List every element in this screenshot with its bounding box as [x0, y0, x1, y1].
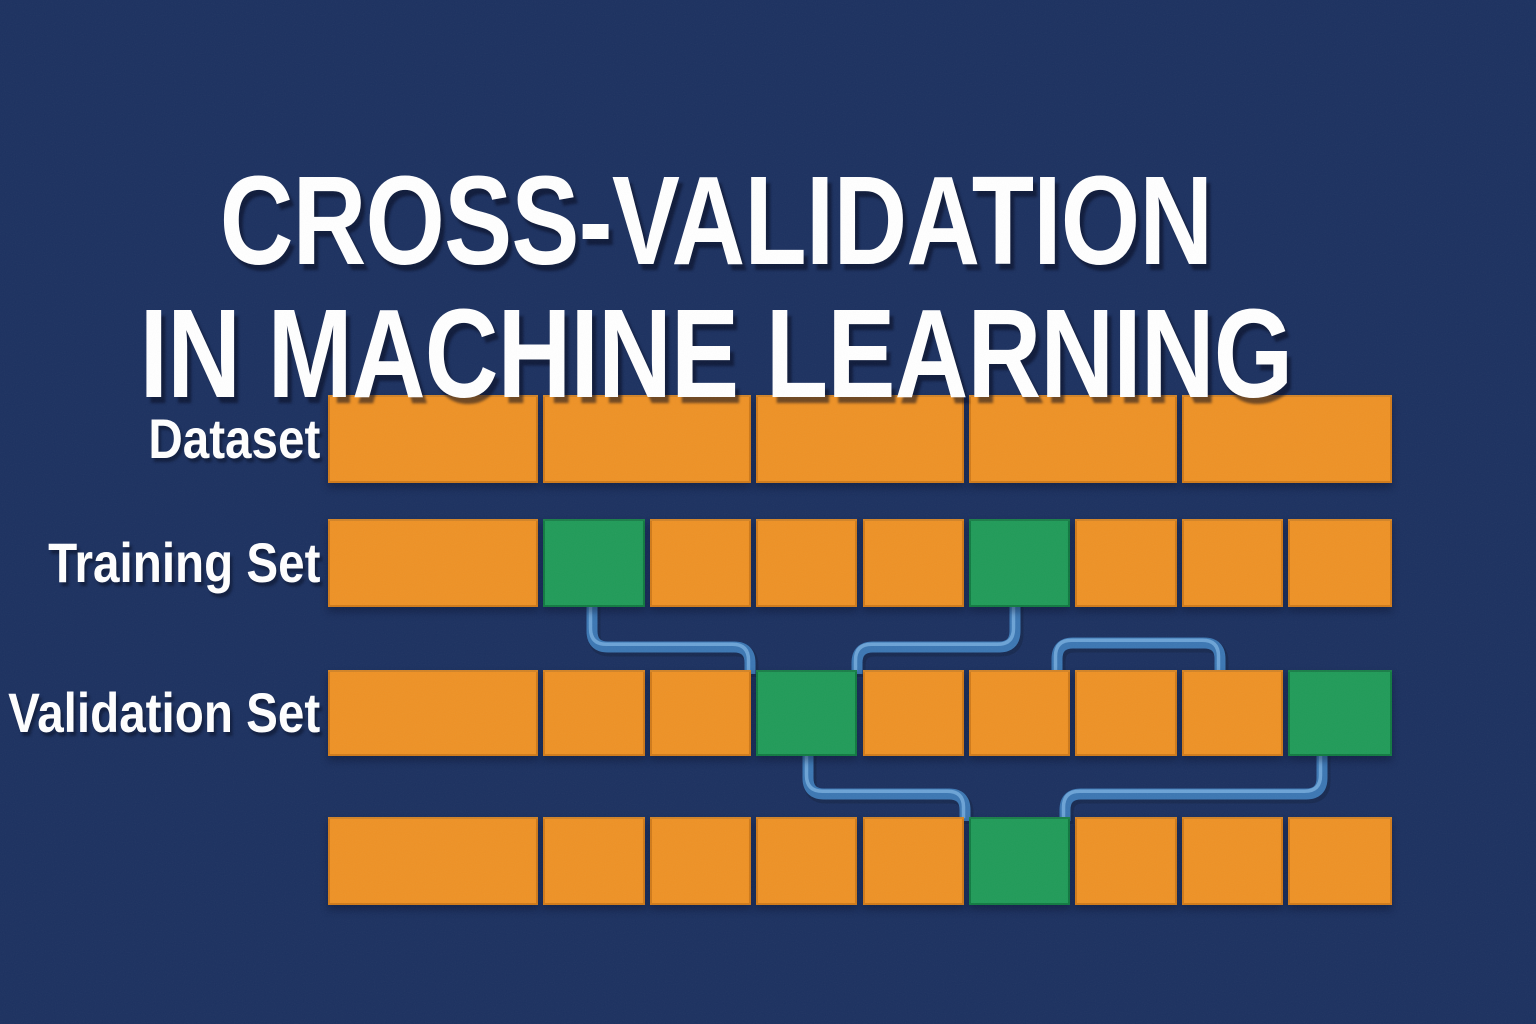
- cell-validation-set-9-green: [1288, 670, 1392, 756]
- cell-training-set-2-green: [543, 519, 645, 607]
- cell-training-set-1-orange: [328, 519, 539, 607]
- cell-result-row-9-orange: [1288, 817, 1392, 905]
- cell-training-set-4-orange: [756, 519, 858, 607]
- cell-validation-set-2-orange: [543, 670, 645, 756]
- cell-validation-set-3-orange: [649, 670, 752, 756]
- cell-result-row-6-green: [968, 817, 1071, 905]
- cell-result-row-2-orange: [543, 817, 645, 905]
- row-label-validation-set: Validation Set: [7, 681, 320, 744]
- cell-result-row-8-orange: [1181, 817, 1284, 905]
- title-line-2: IN MACHINE LEARNING: [139, 283, 1293, 425]
- cell-training-set-9-orange: [1288, 519, 1392, 607]
- cell-validation-set-4-green: [756, 670, 858, 756]
- cell-training-set-7-orange: [1075, 519, 1177, 607]
- cell-result-row-4-orange: [756, 817, 858, 905]
- page-title: CROSS-VALIDATION IN MACHINE LEARNING: [136, 154, 1296, 420]
- validation-fold1-to-result-fold: [802, 747, 974, 824]
- row-label-training-set: Training Set: [47, 531, 320, 594]
- cell-validation-set-6-orange: [968, 670, 1071, 756]
- title-line-1: CROSS-VALIDATION: [219, 150, 1213, 292]
- training-fold1-to-validation-fold: [586, 598, 759, 677]
- cell-validation-set-1-orange: [328, 670, 539, 756]
- training-fold2-to-validation-fold: [851, 598, 1024, 677]
- cell-validation-set-8-orange: [1181, 670, 1284, 756]
- cell-result-row-1-orange: [328, 817, 539, 905]
- cell-result-row-5-orange: [862, 817, 964, 905]
- validation-fold2-to-result-fold: [1059, 747, 1331, 824]
- cell-result-row-3-orange: [649, 817, 752, 905]
- cell-result-row-7-orange: [1075, 817, 1177, 905]
- cell-validation-set-7-orange: [1075, 670, 1177, 756]
- cell-training-set-8-orange: [1181, 519, 1284, 607]
- cell-training-set-5-orange: [862, 519, 964, 607]
- cell-training-set-3-orange: [649, 519, 752, 607]
- cell-validation-set-5-orange: [862, 670, 964, 756]
- cell-training-set-6-green: [968, 519, 1071, 607]
